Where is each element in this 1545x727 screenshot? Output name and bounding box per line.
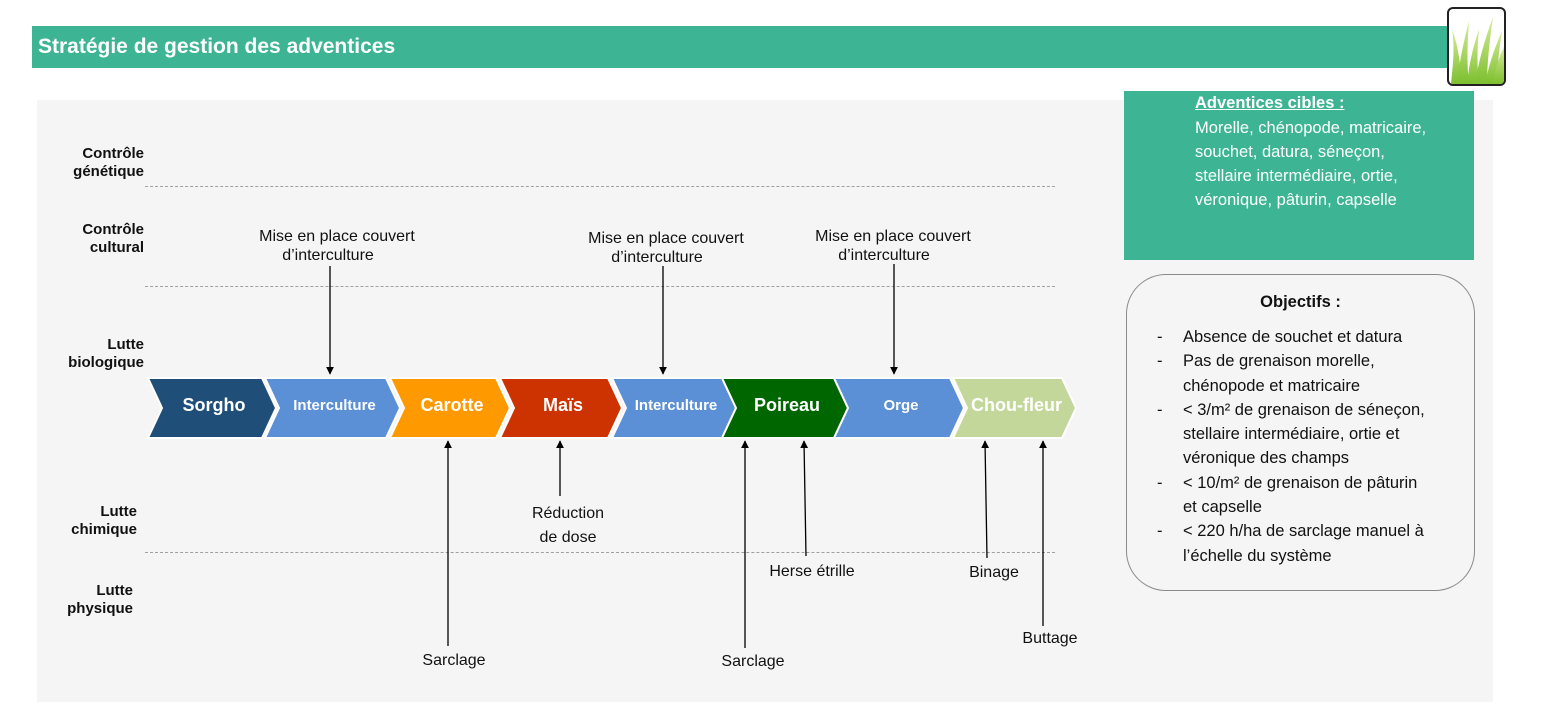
- label-line: Herse étrille: [769, 563, 855, 580]
- label-line: Réduction: [531, 505, 605, 522]
- category-lutte-chimique: Lutte chimique: [40, 503, 137, 539]
- chevron-chou-fleur-7: [951, 377, 1078, 439]
- label-line: d’interculture: [611, 249, 703, 266]
- objectif-line: Absence de souchet et datura: [1183, 328, 1403, 346]
- chevron-label: Interculture: [293, 397, 376, 414]
- crop-rotation-chevrons: Sorgho Interculture Carotte Maïs Intercultur…: [146, 377, 1078, 439]
- bullet-dash: -: [1157, 352, 1163, 371]
- cibles-line: stellaire intermédiaire, ortie,: [1195, 167, 1398, 185]
- label-sarclage-1: Sarclage: [404, 651, 504, 670]
- chevron-label: Sorgho: [183, 395, 246, 415]
- category-line: chimique: [71, 521, 137, 538]
- chevron-sorgho-0: [146, 377, 278, 439]
- objectif-line: < 10/m² de grenaison de pâturin: [1183, 473, 1418, 492]
- label-couvert-interculture-1: Mise en place couvert d’interculture: [237, 227, 437, 265]
- objectif-item: - < 3/m² de grenaison de séneçon, stella…: [1157, 398, 1425, 471]
- chevron-label: Interculture: [635, 397, 718, 414]
- category-line: cultural: [89, 239, 144, 256]
- label-buttage: Buttage: [1005, 629, 1095, 648]
- label-couvert-interculture-3: Mise en place couvert d’interculture: [793, 227, 993, 265]
- label-line: Mise en place couvert: [259, 228, 415, 245]
- chevron-interculture-1: [263, 377, 402, 439]
- divider-chimique: [145, 552, 1055, 553]
- grass-logo-icon: [1451, 17, 1504, 84]
- label-couvert-interculture-2: Mise en place couvert d’interculture: [566, 229, 766, 267]
- category-line: Lutte: [100, 503, 137, 520]
- bullet-dash: -: [1157, 400, 1163, 419]
- chevron-carotte-2: [388, 377, 512, 439]
- objectif-line: et capselle: [1183, 498, 1262, 517]
- grass-logo: [1447, 7, 1506, 86]
- category-line: Contrôle: [82, 145, 144, 162]
- label-reduction-dose: Réduction de dose: [508, 502, 628, 550]
- objectifs-heading: Objectifs :: [1260, 293, 1341, 311]
- label-line: d’interculture: [838, 247, 930, 264]
- category-line: biologique: [68, 354, 144, 371]
- objectif-line: < 3/m² de grenaison de séneçon,: [1183, 400, 1425, 419]
- label-line: d’interculture: [282, 247, 374, 264]
- page-title: Stratégie de gestion des adventices: [38, 35, 396, 58]
- objectif-line: Pas de grenaison morelle,: [1183, 352, 1375, 371]
- objectifs-box: Objectifs : - Absence de souchet et datu…: [1126, 274, 1475, 591]
- objectif-item: - Pas de grenaison morelle, chénopode et…: [1157, 349, 1425, 398]
- bullet-dash: -: [1157, 473, 1163, 492]
- arrow-binage: [981, 440, 990, 559]
- label-binage: Binage: [949, 563, 1039, 582]
- arrow-herse-etrille: [800, 440, 809, 557]
- objectif-line: l’échelle du système: [1183, 546, 1332, 565]
- chevron-mais-3: [498, 377, 624, 439]
- objectif-item: - Absence de souchet et datura: [1157, 325, 1425, 349]
- objectif-item: - < 220 h/ha de sarclage manuel à l’éche…: [1157, 519, 1425, 568]
- objectif-line: véronique des champs: [1183, 449, 1350, 468]
- objectif-item: - < 10/m² de grenaison de pâturin et cap…: [1157, 471, 1425, 520]
- category-lutte-physique: Lutte physique: [40, 582, 133, 618]
- chevron-label: Chou-fleur: [971, 395, 1062, 415]
- label-herse-etrille: Herse étrille: [752, 562, 872, 581]
- category-line: Lutte: [107, 336, 144, 353]
- label-line: de dose: [539, 529, 597, 546]
- category-controle-genetique: Contrôle génétique: [40, 145, 144, 181]
- bullet-dash: -: [1157, 522, 1163, 541]
- cibles-list: Morelle, chénopode, matricaire, souchet,…: [1195, 116, 1426, 212]
- divider-genetique: [145, 186, 1055, 187]
- title-bar: Stratégie de gestion des adventices: [32, 26, 1472, 68]
- label-line: Mise en place couvert: [815, 228, 971, 245]
- cibles-heading: Adventices cibles :: [1195, 94, 1345, 112]
- label-line: Sarclage: [721, 653, 785, 670]
- chevron-label: Poireau: [754, 395, 820, 415]
- category-line: Lutte: [96, 582, 133, 599]
- chevron-label: Maïs: [543, 395, 583, 415]
- label-line: Binage: [969, 564, 1019, 581]
- chevron-orge-6: [832, 377, 966, 439]
- category-line: physique: [67, 600, 133, 617]
- category-line: génétique: [73, 163, 144, 180]
- label-line: Sarclage: [422, 652, 486, 669]
- category-lutte-biologique: Lutte biologique: [40, 336, 144, 372]
- chevron-label: Carotte: [420, 395, 483, 415]
- chevron-label: Orge: [883, 397, 918, 414]
- cibles-line: souchet, datura, séneçon,: [1195, 143, 1385, 161]
- label-line: Mise en place couvert: [588, 230, 744, 247]
- objectif-line: < 220 h/ha de sarclage manuel à: [1183, 522, 1424, 541]
- objectif-line: stellaire intermédiaire, ortie et: [1183, 425, 1400, 444]
- divider-cultural: [145, 286, 1055, 287]
- cibles-line: véronique, pâturin, capselle: [1195, 191, 1397, 209]
- cibles-line: Morelle, chénopode, matricaire,: [1195, 119, 1427, 137]
- adventices-cibles-box: Adventices cibles : Morelle, chénopode, …: [1124, 91, 1474, 260]
- label-sarclage-2: Sarclage: [703, 652, 803, 671]
- category-line: Contrôle: [82, 221, 144, 238]
- category-controle-cultural: Contrôle cultural: [40, 221, 144, 257]
- bullet-dash: -: [1157, 328, 1163, 346]
- objectif-line: chénopode et matricaire: [1183, 376, 1361, 395]
- objectifs-list: - Absence de souchet et datura - Pas de …: [1157, 325, 1425, 568]
- label-line: Buttage: [1022, 630, 1078, 647]
